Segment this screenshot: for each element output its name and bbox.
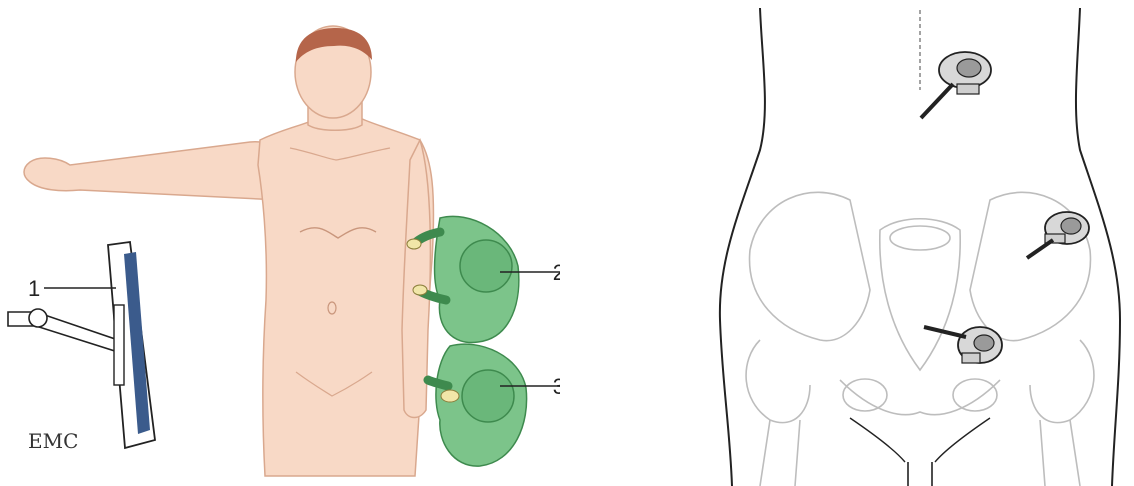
surgeon-head (460, 240, 512, 292)
operating-room-setup-illustration: 1 2 3 EMC (0, 0, 560, 486)
trocar-drawing (700, 0, 1134, 486)
body-outline-left (720, 8, 765, 486)
assistant-head (462, 370, 514, 422)
trocar-flank (1027, 212, 1089, 258)
hip-joint-left (746, 340, 810, 423)
groin-line-left (850, 418, 905, 462)
obturator-right (953, 379, 997, 411)
trocar-shaft (921, 84, 953, 118)
leg-gap (908, 462, 932, 486)
pelvis (746, 192, 1094, 486)
iliac-wing-left (750, 192, 870, 340)
assistant-hand (441, 390, 459, 402)
groin-line-right (935, 418, 990, 462)
trocar-shaft (924, 327, 966, 337)
vertebra (890, 226, 950, 250)
trocar-placement-illustration (700, 0, 1134, 486)
patient-figure (24, 26, 434, 476)
trocar-shaft (1027, 240, 1053, 258)
trocar-head-inner (974, 335, 994, 351)
trocar-valve (962, 353, 980, 363)
trocar-head-inner (1061, 218, 1081, 234)
patient-arm (24, 142, 290, 200)
callout-label-3: 3 (553, 374, 560, 399)
hip-joint-right (1030, 340, 1094, 423)
body-outline-right (1076, 8, 1120, 486)
monitor-bracket (114, 305, 124, 385)
trocar-head-inner (957, 59, 981, 77)
assistant-arm (428, 380, 448, 386)
monitor (8, 242, 155, 448)
femur-left (760, 420, 800, 486)
setup-drawing: 1 2 3 EMC (0, 0, 560, 486)
callout-label-2: 2 (553, 260, 560, 285)
callout-label-1: 1 (28, 276, 40, 301)
assistant-figure (428, 344, 527, 466)
monitor-arm (8, 312, 118, 352)
trocar-umbilical (921, 52, 991, 118)
trocar-valve (957, 84, 979, 94)
obturator-left (843, 379, 887, 411)
pubic-arch (840, 380, 1000, 415)
surgeon-hand-lower (413, 285, 427, 295)
monitor-arm-joint (29, 309, 47, 327)
publisher-mark: EMC (28, 429, 78, 453)
surgeon-hand-upper (407, 239, 421, 249)
femur-right (1040, 420, 1080, 486)
